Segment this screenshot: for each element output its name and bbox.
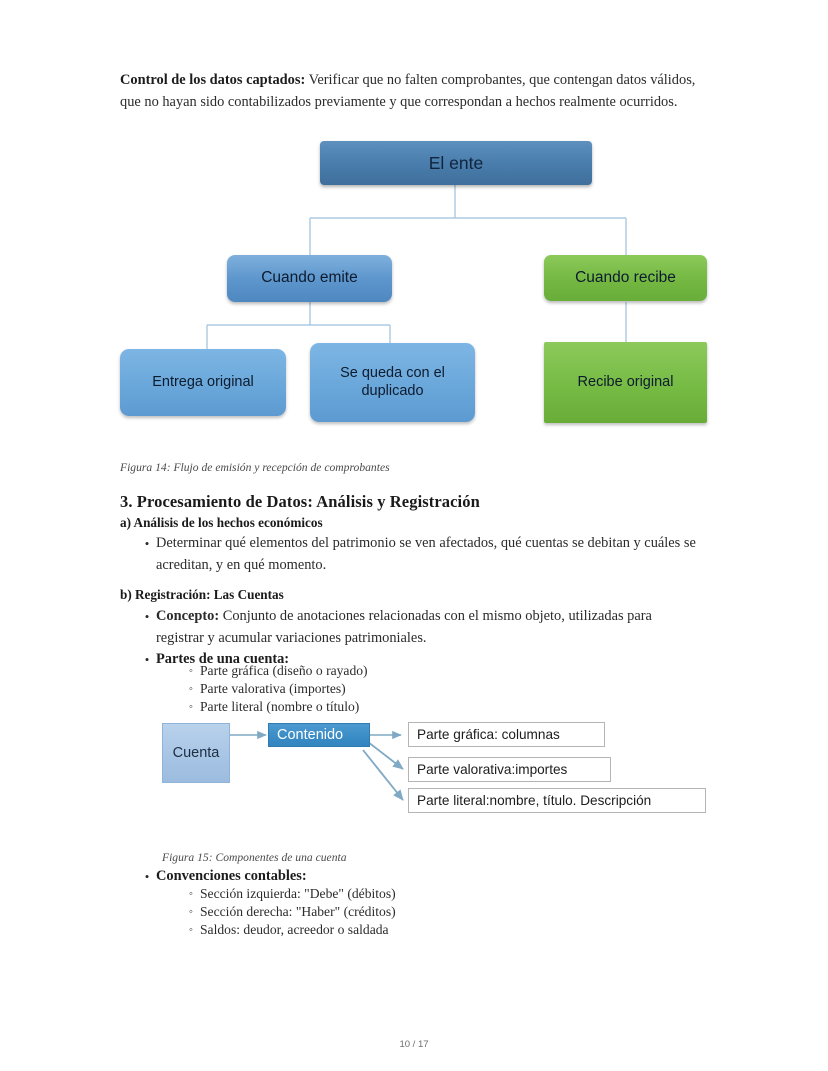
flow-node-cuando-emite-label: Cuando emite xyxy=(261,269,358,287)
bullet-dot-icon: • xyxy=(144,609,150,624)
figure-15-caption: Figura 15: Componentes de una cuenta xyxy=(162,851,347,864)
f15-node-parte-valorativa-label: Parte valorativa:importes xyxy=(417,762,568,777)
section-3-heading: 3. Procesamiento de Datos: Análisis y Re… xyxy=(120,492,480,511)
flow-node-se-queda-duplicado-label: Se queda con el duplicado xyxy=(340,365,445,399)
figure-15-arrows xyxy=(230,730,404,801)
concepto-label: Concepto: xyxy=(156,608,220,624)
bullet-dot-icon: • xyxy=(144,652,150,667)
convenciones-item-2: Saldos: deudor, acreedor o saldada xyxy=(200,922,389,937)
list-item: • Concepto: Conjunto de anotaciones rela… xyxy=(140,606,700,649)
subsection-a-bullet-text: Determinar qué elementos del patrimonio … xyxy=(156,535,696,573)
f15-node-parte-grafica[interactable]: Parte gráfica: columnas xyxy=(408,722,605,747)
figure-14-connectors xyxy=(206,185,627,349)
flow-node-recibe-original-label: Recibe original xyxy=(577,373,674,390)
list-item: ◦ Sección derecha: "Haber" (créditos) xyxy=(185,902,396,923)
f15-node-cuenta-label: Cuenta xyxy=(172,745,220,761)
intro-paragraph: Control de los datos captados: Verificar… xyxy=(120,70,712,113)
circle-bullet-icon: ◦ xyxy=(189,665,193,677)
partes-item-2: Parte literal (nombre o título) xyxy=(200,699,360,714)
list-item: ◦ Parte gráfica (diseño o rayado) xyxy=(185,661,368,682)
flow-node-entrega-original[interactable]: Entrega original xyxy=(120,349,286,416)
flow-node-se-queda-duplicado[interactable]: Se queda con el duplicado xyxy=(310,343,475,422)
list-item: ◦ Parte valorativa (importes) xyxy=(185,679,346,700)
list-item: • Partes de una cuenta: xyxy=(140,649,700,671)
convenciones-label: Convenciones contables: xyxy=(156,868,307,884)
list-item: • Convenciones contables: xyxy=(140,866,700,888)
figure-15-diagram: Cuenta Contenido Parte gráfica: columnas… xyxy=(158,712,718,820)
partes-de-una-cuenta-label: Partes de una cuenta: xyxy=(156,651,290,667)
circle-bullet-icon: ◦ xyxy=(189,701,193,713)
flow-node-el-ente-label: El ente xyxy=(428,152,484,173)
circle-bullet-icon: ◦ xyxy=(189,683,193,695)
convenciones-item-0: Sección izquierda: "Debe" (débitos) xyxy=(200,886,396,901)
flow-node-entrega-original-label: Entrega original xyxy=(152,373,254,390)
flow-node-cuando-emite[interactable]: Cuando emite xyxy=(227,255,392,302)
flow-node-recibe-original[interactable]: Recibe original xyxy=(544,342,707,423)
list-item: ◦ Sección izquierda: "Debe" (débitos) xyxy=(185,884,396,905)
subsection-b-title: b) Registración: Las Cuentas xyxy=(120,587,284,602)
circle-bullet-icon: ◦ xyxy=(189,924,193,936)
list-item: • Determinar qué elementos del patrimoni… xyxy=(140,533,710,576)
subsection-a-title: a) Análisis de los hechos económicos xyxy=(120,515,323,530)
circle-bullet-icon: ◦ xyxy=(189,906,193,918)
f15-node-contenido[interactable]: Contenido xyxy=(268,723,370,747)
intro-lead-label: Control de los datos captados: xyxy=(120,72,306,88)
list-item: ◦ Parte literal (nombre o título) xyxy=(185,697,359,718)
bullet-dot-icon: • xyxy=(144,869,150,884)
partes-item-1: Parte valorativa (importes) xyxy=(200,681,346,696)
flow-node-el-ente[interactable]: El ente xyxy=(320,141,592,185)
bullet-dot-icon: • xyxy=(144,536,150,551)
concepto-text: Conjunto de anotaciones relacionadas con… xyxy=(156,608,652,646)
page-number-footer: 10 / 17 xyxy=(399,1039,429,1050)
figure-14-flowchart: El ente Cuando emite Cuando recibe Entre… xyxy=(110,133,730,445)
figure-14-caption: Figura 14: Flujo de emisión y recepción … xyxy=(120,461,390,474)
f15-node-cuenta[interactable]: Cuenta xyxy=(162,723,230,783)
intro-body-text: Verificar que no falten comprobantes, qu… xyxy=(120,72,696,110)
f15-node-parte-literal-label: Parte literal:nombre, título. Descripció… xyxy=(417,793,652,808)
list-item: ◦ Saldos: deudor, acreedor o saldada xyxy=(185,920,389,941)
flow-node-cuando-recibe[interactable]: Cuando recibe xyxy=(544,255,707,301)
f15-node-parte-literal[interactable]: Parte literal:nombre, título. Descripció… xyxy=(408,788,706,813)
f15-node-parte-valorativa[interactable]: Parte valorativa:importes xyxy=(408,757,611,782)
circle-bullet-icon: ◦ xyxy=(189,888,193,900)
f15-node-parte-grafica-label: Parte gráfica: columnas xyxy=(417,727,560,742)
flow-node-cuando-recibe-label: Cuando recibe xyxy=(575,268,676,286)
f15-node-contenido-label: Contenido xyxy=(277,727,344,743)
convenciones-item-1: Sección derecha: "Haber" (créditos) xyxy=(200,904,396,919)
partes-item-0: Parte gráfica (diseño o rayado) xyxy=(200,663,368,678)
